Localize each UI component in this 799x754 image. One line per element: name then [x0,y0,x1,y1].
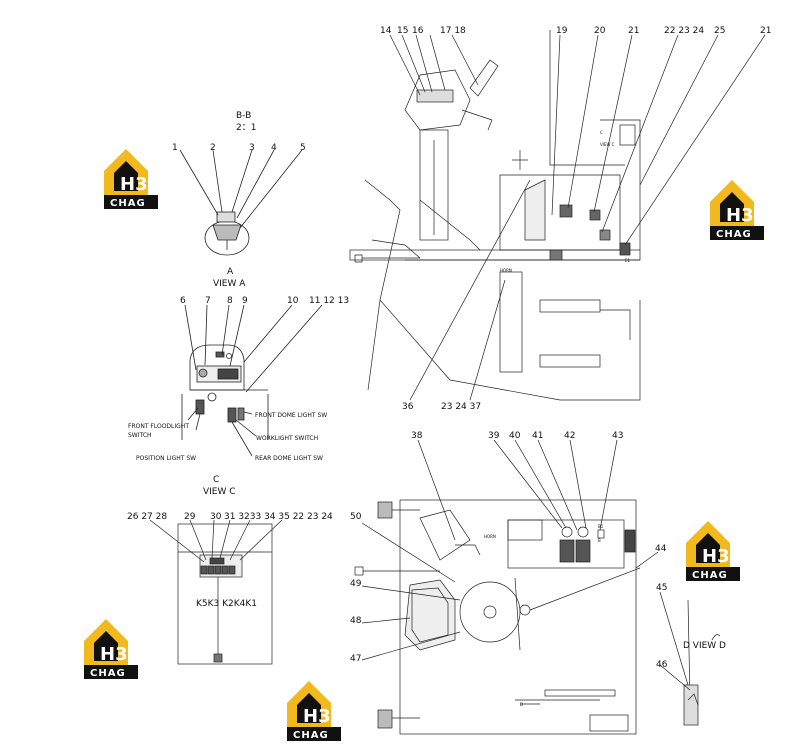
svg-text:H3: H3 [702,546,730,567]
label-front-floodlight-switch: SWITCH [128,432,152,439]
view-c-small-title: VIEW C [600,142,615,147]
view-a-title: VIEW A [213,279,246,289]
callout-25: 25 [714,26,725,36]
label-front-floodlight: FRONT FLOODLIGHT [128,423,189,430]
callout-7: 7 [205,296,211,306]
view-c-letter: C [213,475,219,485]
relay-labels: K5K3 K2K4K1 [196,599,257,609]
callout-21b: 21 [760,26,771,36]
bb-scale: 2：1 [236,123,256,133]
callout-5: 5 [300,143,306,153]
callout-40: 40 [509,431,521,441]
callout-50: 50 [350,512,362,522]
section-bb [179,149,303,256]
label-rear-dome: REAR DOME LIGHT SW [255,455,323,462]
callout-38: 38 [411,431,423,441]
callout-19: 19 [556,26,568,36]
callout-21a: 21 [628,26,639,36]
callout-48: 48 [350,616,362,626]
view-a-letter: A [227,267,234,277]
callout-4: 4 [271,143,277,153]
callout-16: 16 [412,26,424,36]
callout-46: 46 [656,660,668,670]
label-front-dome: FRONT DOME LIGHT SW [255,412,327,419]
svg-text:H3: H3 [726,205,754,226]
callout-30: 30 [210,512,222,522]
callout-14: 14 [380,26,392,36]
logo-watermark-2: H3 CHAG [710,180,764,240]
label-worklight: WORKLIGHT SWITCH [256,435,318,442]
callout-47: 47 [350,654,361,664]
svg-text:H3: H3 [120,174,148,195]
view-c-panel [149,519,283,665]
callout-11-13: 11 12 13 [309,296,349,306]
callout-6: 6 [180,296,186,306]
callout-10: 10 [287,296,299,306]
callout-31-35: 31 3233 34 35 22 23 24 [224,512,333,522]
svg-text:CHAG: CHAG [692,570,728,581]
callout-43: 43 [612,431,623,441]
callout-15: 15 [397,26,408,36]
callout-17-18: 17 18 [440,26,466,36]
svg-text:CHAG: CHAG [110,198,146,209]
callout-20: 20 [594,26,606,36]
cab-top-view [354,439,659,735]
callout-26-28: 26 27 28 [127,512,167,522]
callout-44: 44 [655,544,667,554]
callout-3: 3 [249,143,255,153]
callout-45: 45 [656,583,667,593]
view-c-small: C [600,130,603,135]
callout-1: 1 [172,143,178,153]
callout-41: 41 [532,431,543,441]
svg-text:CHAG: CHAG [716,229,752,240]
horn-label-top: HORN [500,268,512,273]
callout-36: 36 [402,402,414,412]
b1-label: B1 [598,524,604,529]
logo-watermark-5: H3 CHAG [287,681,341,741]
logo-watermark-3: H3 CHAG [686,521,740,581]
e1-label: E1 [625,258,631,263]
callout-23-37: 23 24 37 [441,402,481,412]
callout-8: 8 [227,296,233,306]
callout-9: 9 [242,296,248,306]
bb-title: B-B [236,111,251,121]
view-a-panel [181,304,323,457]
view-c-title: VIEW C [203,487,236,497]
callout-39: 39 [488,431,500,441]
callout-42: 42 [564,431,575,441]
callout-29: 29 [184,512,196,522]
logo-watermark-4: H3 CHAG [84,619,138,679]
cab-side-view [349,30,766,401]
svg-text:H3: H3 [100,644,128,665]
svg-text:CHAG: CHAG [293,730,329,741]
logo-watermark-1: H3 CHAG [104,149,158,209]
label-position-light: POSITION LIGHT SW [136,455,196,462]
d-label-small: D [520,702,523,707]
callout-2: 2 [210,143,216,153]
callout-49: 49 [350,579,362,589]
view-d-title: D VIEW D [683,641,726,651]
view-d [659,591,721,726]
svg-text:CHAG: CHAG [90,668,126,679]
svg-text:H3: H3 [303,706,331,727]
callout-22-24: 22 23 24 [664,26,704,36]
b-label: B [598,538,601,543]
horn-label-bottom: HORN [484,534,496,539]
